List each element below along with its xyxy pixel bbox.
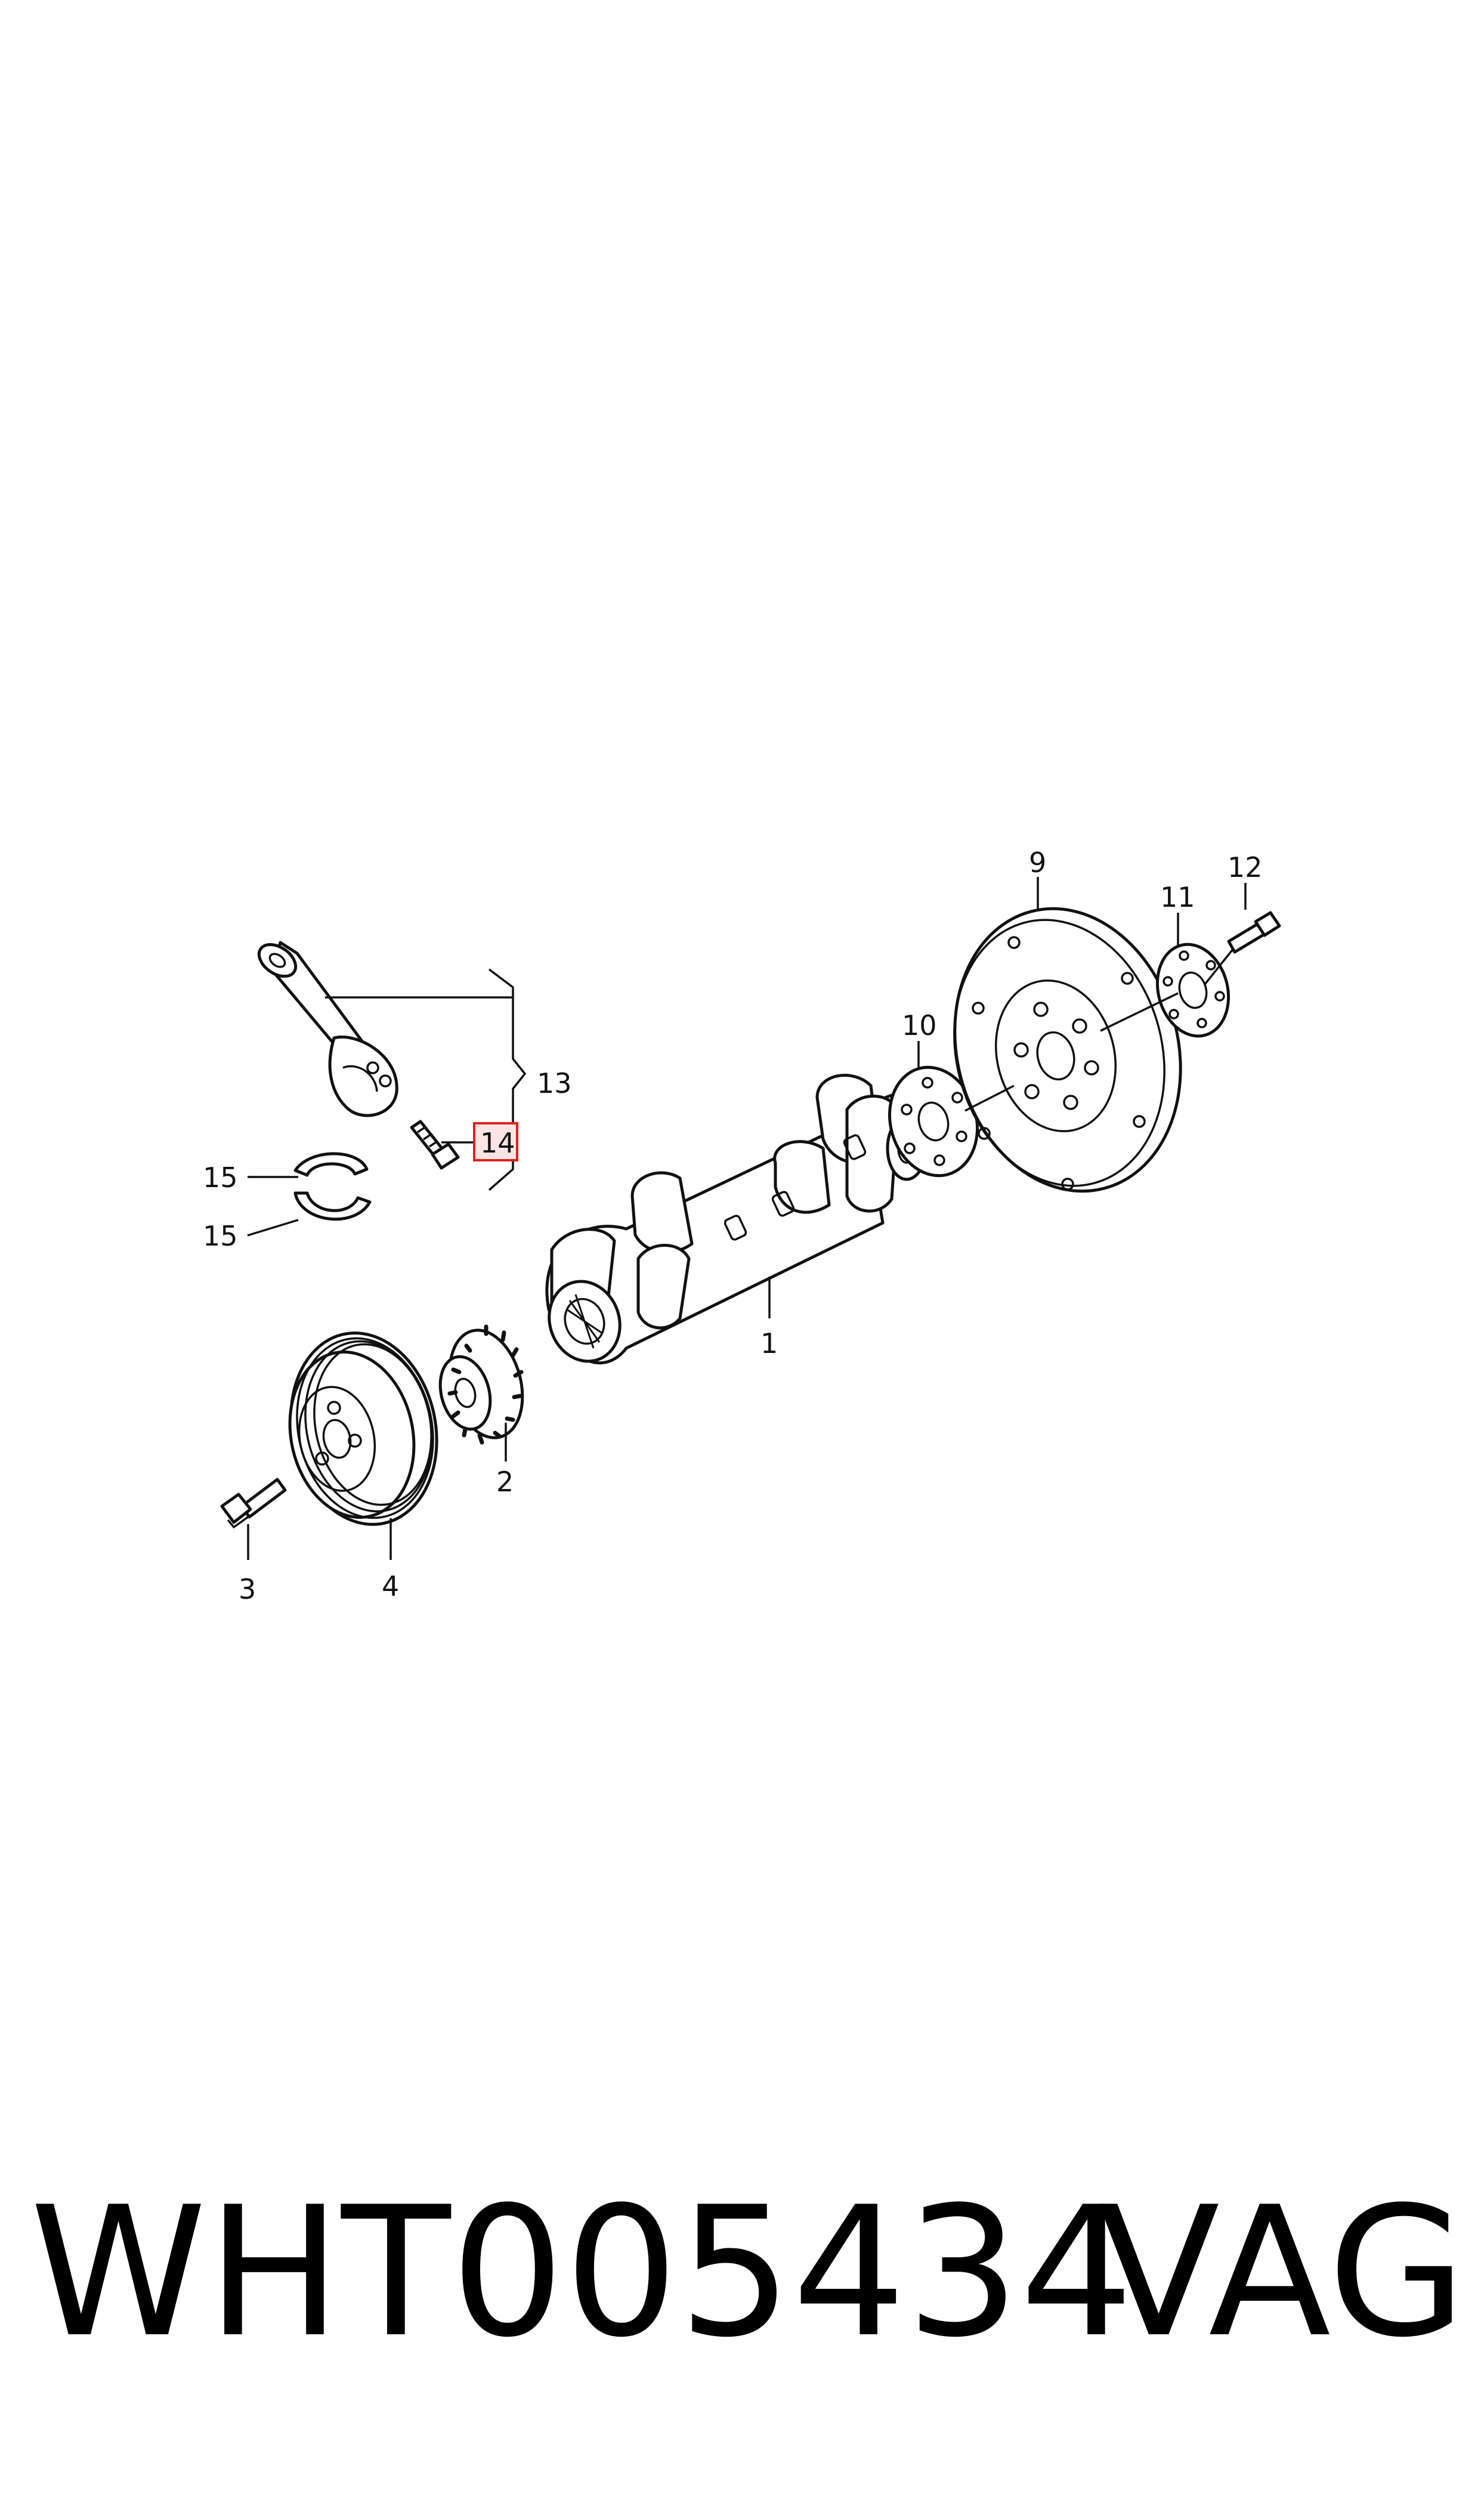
callout-13: 13 — [537, 1067, 572, 1099]
bearing-shell-lower[interactable] — [293, 1191, 372, 1221]
vibration-damper[interactable] — [274, 1320, 454, 1538]
brand-name: VAG — [1097, 2168, 1467, 2377]
callout-1: 1 — [760, 1327, 778, 1360]
callout-10: 10 — [902, 1009, 937, 1042]
bearing-shell-upper[interactable] — [293, 1152, 369, 1177]
group-bracket — [488, 968, 527, 1191]
crankshaft[interactable] — [538, 1074, 956, 1371]
callout-15-upper: 15 — [203, 1161, 238, 1194]
spacer-plate[interactable] — [878, 1057, 990, 1185]
callout-11: 11 — [1160, 881, 1195, 913]
washer[interactable] — [1148, 937, 1238, 1045]
callout-15-lower: 15 — [203, 1220, 238, 1252]
flywheel-bolt[interactable] — [1227, 911, 1281, 954]
leader-lines — [247, 877, 1247, 1560]
callout-12: 12 — [1228, 851, 1263, 883]
callout-4: 4 — [382, 1570, 399, 1602]
pulley-bolt[interactable] — [220, 1478, 287, 1529]
callout-9: 9 — [1029, 846, 1046, 879]
callout-14: 14 — [480, 1127, 515, 1159]
callout-2: 2 — [496, 1466, 514, 1498]
part-number: WHT005434 — [30, 2168, 1134, 2377]
sprocket[interactable] — [432, 1322, 534, 1446]
callout-3: 3 — [239, 1573, 256, 1605]
rod-bolt[interactable] — [410, 1120, 460, 1170]
footer-caption: WHT005434 VAG — [0, 2148, 1484, 2398]
callout-14-highlight[interactable] — [473, 1122, 518, 1161]
connecting-rod[interactable] — [253, 938, 398, 1117]
flywheel[interactable] — [924, 883, 1211, 1216]
